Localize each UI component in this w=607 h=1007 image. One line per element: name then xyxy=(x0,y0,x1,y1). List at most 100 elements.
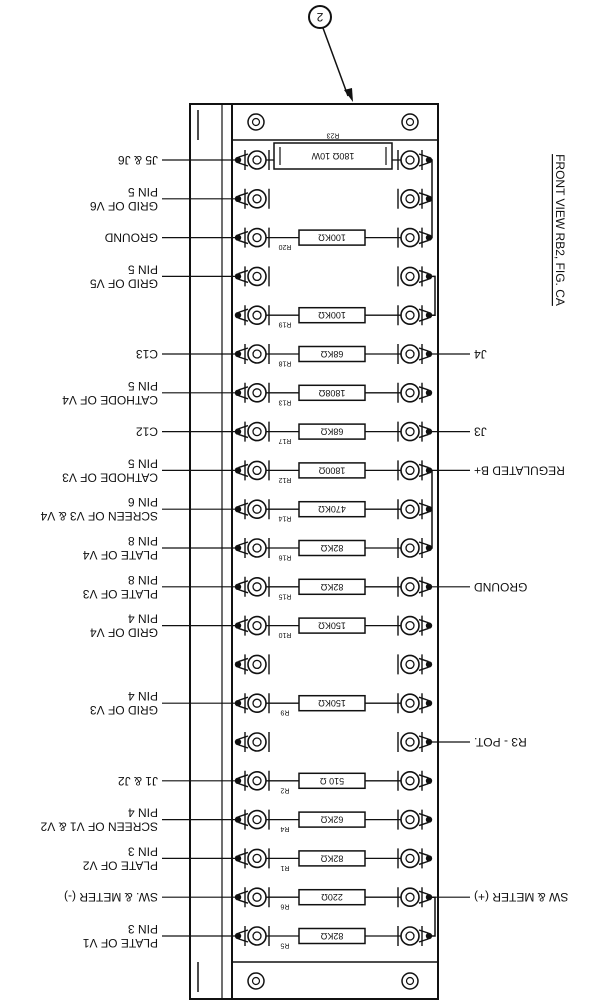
resistor-6: 68KΩ R17 xyxy=(266,423,401,444)
right-label-text: SW & METER (+) xyxy=(474,890,568,904)
resistor-value: 82KΩ xyxy=(320,853,343,863)
right-label-1: J4 xyxy=(432,347,487,361)
right-label-text: R3 - POT. xyxy=(474,735,527,749)
resistor-ref: R23 xyxy=(326,132,339,139)
resistor-ref: R20 xyxy=(278,243,291,250)
terminal-lug-right-19 xyxy=(397,887,433,908)
right-label-text: GROUND xyxy=(474,580,528,594)
resistor-13: 510 ΩR2 xyxy=(266,772,401,793)
right-label-text: J4 xyxy=(474,347,487,361)
resistor-ref: R9 xyxy=(280,709,289,716)
resistor-value: 1808Ω xyxy=(318,388,345,398)
resistor-ref: R15 xyxy=(278,592,291,599)
left-label-text: GRID OF V5 xyxy=(90,276,158,290)
terminal-lug-right-1 xyxy=(397,188,433,209)
resistor-value: 68KΩ xyxy=(320,349,343,359)
left-label-text: J1 & J2 xyxy=(118,774,158,788)
right-label-text: J3 xyxy=(474,425,487,439)
resistor-value: 1800Ω xyxy=(318,465,345,475)
resistor-value: 68KΩ xyxy=(320,427,343,437)
resistor-5: 1808Ω R13 xyxy=(266,384,401,405)
left-label-text: C12 xyxy=(136,425,158,439)
left-label-text: GRID OF V3 xyxy=(90,703,158,717)
resistor-ref: R10 xyxy=(278,631,291,638)
left-label-text: PIN 4 xyxy=(128,689,158,703)
terminal-lug-right-17 xyxy=(397,809,433,830)
right-label-3: REGULATED B+ xyxy=(432,463,565,477)
resistor-value: 62KΩ xyxy=(320,815,343,825)
left-label-text: PIN 8 xyxy=(128,573,158,587)
right-label-text: REGULATED B+ xyxy=(474,463,565,477)
terminal-lug-left-7 xyxy=(234,421,270,442)
resistor-ref: R19 xyxy=(278,321,291,328)
left-label-text: PLATE OF V4 xyxy=(83,548,158,562)
terminal-lug-right-3 xyxy=(397,266,433,287)
terminal-lug-left-16 xyxy=(234,770,270,791)
terminal-lug-right-4 xyxy=(397,305,433,326)
terminal-lug-right-10 xyxy=(397,538,433,558)
resistor-2: 100KΩ R20 xyxy=(266,229,401,250)
left-label-text: CATHODE OF V3 xyxy=(62,470,158,484)
left-label-text: SCREEN OF V3 & V4 xyxy=(40,509,158,523)
resistor-ref: R1 xyxy=(280,864,289,871)
left-label-text: PIN 8 xyxy=(128,534,158,548)
terminal-lug-left-10 xyxy=(234,538,270,558)
resistor-12: 150KΩ R9 xyxy=(266,694,401,716)
mounting-screw-top-left xyxy=(247,113,265,131)
terminal-lug-left-2 xyxy=(234,227,270,248)
left-label-7: C12 xyxy=(136,425,235,439)
resistor-value: 82KΩ xyxy=(320,543,343,553)
terminal-lug-right-0 xyxy=(397,150,433,170)
resistor-15: 82KΩ R1 xyxy=(266,850,401,871)
terminal-lug-right-12 xyxy=(397,615,433,636)
left-label-text: PIN 3 xyxy=(128,922,158,936)
left-label-text: GRID OF V6 xyxy=(90,199,158,213)
terminal-lug-left-1 xyxy=(234,188,270,209)
left-label-text: CATHODE OF V4 xyxy=(62,393,158,407)
resistor-ref: R17 xyxy=(278,437,291,444)
resistor-value: 100KΩ xyxy=(318,233,346,243)
left-label-14: J1 & J2 xyxy=(118,774,235,788)
right-label-5: R3 - POT. xyxy=(432,735,527,749)
resistor-value: 470KΩ xyxy=(318,504,346,514)
jumper-wire-1 xyxy=(429,275,436,316)
mounting-screw-bottom-left xyxy=(247,972,265,990)
left-label-text: PLATE OF V1 xyxy=(83,936,158,950)
terminal-lug-left-15 xyxy=(234,732,270,752)
mounting-screw-top-right xyxy=(401,113,419,131)
resistor-ref: R2 xyxy=(280,786,289,793)
terminal-lug-left-8 xyxy=(234,460,270,481)
terminal-lug-right-8 xyxy=(397,460,433,481)
terminal-lug-right-6 xyxy=(397,382,433,403)
terminal-board xyxy=(189,103,439,1000)
terminal-lug-left-3 xyxy=(234,266,270,287)
resistor-ref: R6 xyxy=(280,903,289,910)
terminal-lug-left-14 xyxy=(234,693,270,714)
terminal-lug-left-17 xyxy=(234,809,270,830)
resistor-value: 150KΩ xyxy=(318,698,346,708)
resistor-ref: R13 xyxy=(278,398,291,405)
left-label-text: GRID OF V4 xyxy=(90,626,158,640)
terminal-lug-left-5 xyxy=(234,344,270,364)
resistor-ref: R12 xyxy=(278,476,291,483)
terminal-lug-right-7 xyxy=(397,421,433,442)
terminal-lug-left-4 xyxy=(234,305,270,326)
